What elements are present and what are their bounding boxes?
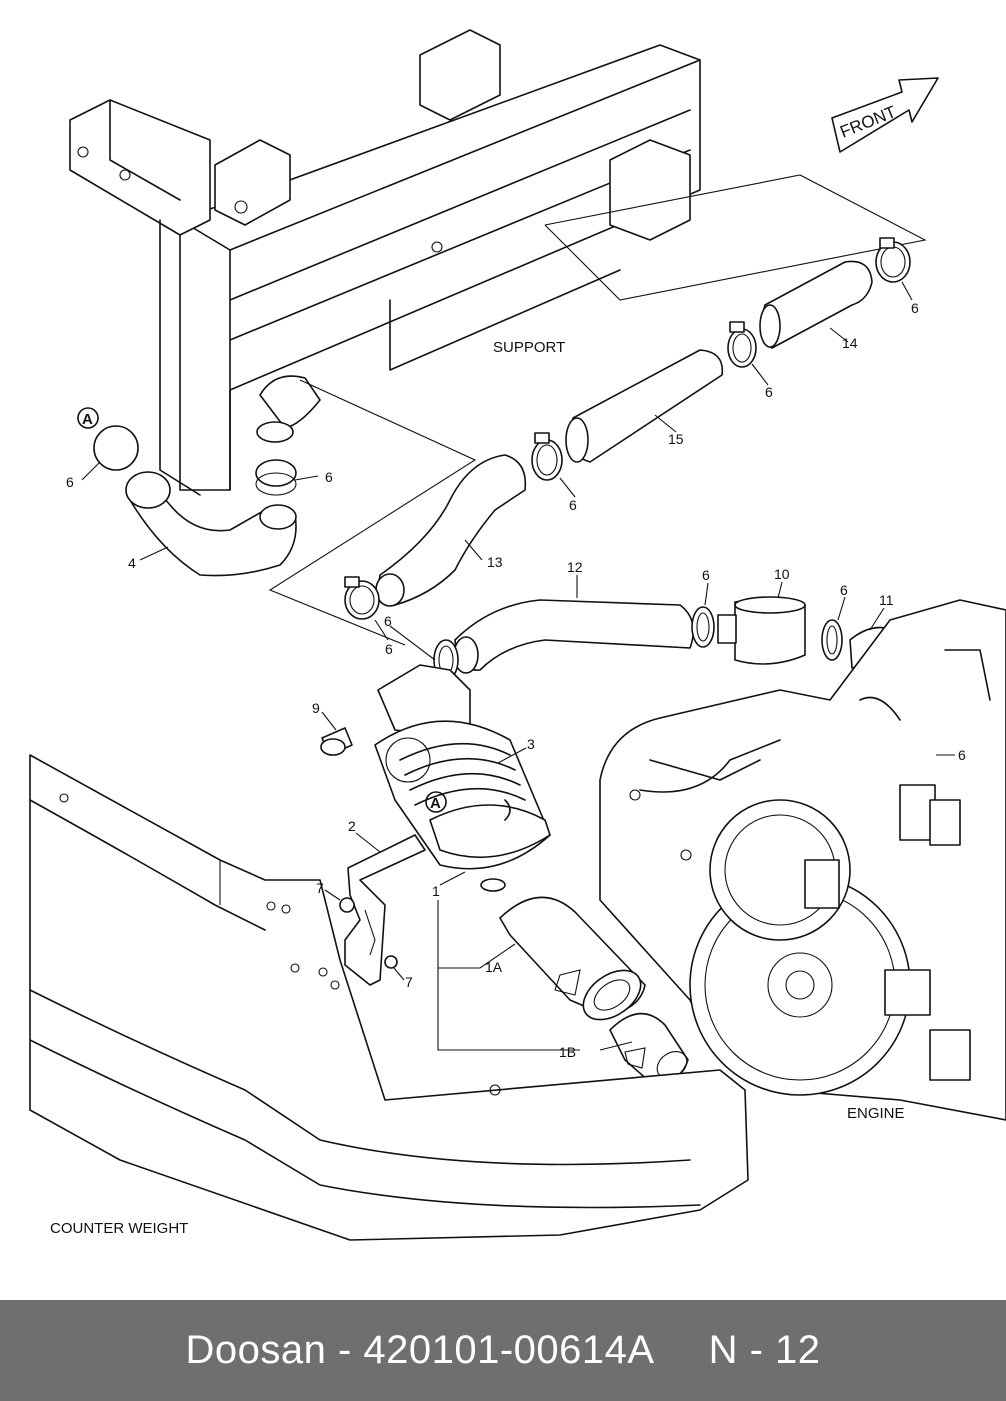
clamp-6-middle bbox=[531, 432, 563, 481]
label-6-upper: 6 bbox=[765, 384, 773, 400]
hose-4 bbox=[125, 471, 297, 577]
engine bbox=[599, 599, 1006, 1121]
parts-diagram: FRONT bbox=[29, 29, 1006, 1241]
label-6-middle: 6 bbox=[569, 497, 577, 513]
clamp-6-right-hose12 bbox=[691, 606, 715, 648]
label-1b: 1B bbox=[559, 1044, 576, 1060]
bolt-7-upper bbox=[339, 897, 355, 913]
zone-label-engine: ENGINE bbox=[847, 1105, 905, 1122]
bolt-7-lower bbox=[384, 955, 398, 969]
clamp-6-left-upper: A bbox=[77, 407, 139, 471]
label-12: 12 bbox=[567, 559, 583, 575]
label-6-hose12-left: 6 bbox=[384, 613, 392, 629]
zone-label-counter-weight: COUNTER WEIGHT bbox=[50, 1220, 188, 1237]
footer-page-number: N - 12 bbox=[708, 1328, 821, 1372]
clamp-6-elbow bbox=[255, 459, 297, 496]
clamp-6-top bbox=[875, 237, 911, 283]
label-10: 10 bbox=[774, 566, 790, 582]
callout-a-bottom: A bbox=[430, 795, 441, 812]
clamp-6-left-lower bbox=[344, 576, 380, 620]
cap-9 bbox=[320, 727, 353, 756]
label-9: 9 bbox=[312, 700, 320, 716]
support-zone-outline bbox=[544, 174, 927, 301]
front-arrow: FRONT bbox=[831, 77, 939, 153]
footer-brand-part: Doosan - 420101-00614A bbox=[185, 1328, 655, 1372]
label-15: 15 bbox=[668, 431, 684, 447]
label-6-hose11: 6 bbox=[840, 582, 848, 598]
hose-14 bbox=[759, 260, 873, 349]
label-6-left-upper: 6 bbox=[66, 474, 74, 490]
label-1: 1 bbox=[432, 883, 440, 899]
label-6-elbow: 6 bbox=[325, 469, 333, 485]
hose-13 bbox=[375, 454, 527, 607]
clamp-6-hose11 bbox=[821, 619, 843, 661]
footer-bar: Doosan - 420101-00614A N - 12 bbox=[0, 1300, 1006, 1401]
bracket-2 bbox=[344, 834, 426, 986]
label-1a: 1A bbox=[485, 959, 503, 975]
precleaner-10 bbox=[717, 596, 806, 665]
hose-zone-outline bbox=[268, 379, 477, 646]
clamp-6-upper bbox=[727, 321, 757, 368]
part-labels: 6 4 6 13 6 15 6 14 6 6 6 12 6 10 6 11 6 … bbox=[66, 300, 966, 1060]
label-6-engine: 6 bbox=[958, 747, 966, 763]
label-14: 14 bbox=[842, 335, 858, 351]
hose-15 bbox=[565, 349, 724, 463]
counter-weight bbox=[29, 754, 749, 1241]
leader-lines bbox=[81, 281, 955, 1051]
filter-element-1a bbox=[499, 896, 646, 1021]
callout-a-top: A bbox=[82, 411, 93, 428]
hose-12 bbox=[453, 599, 695, 674]
label-6-left-lower: 6 bbox=[385, 641, 393, 657]
label-6-hose12-right: 6 bbox=[702, 567, 710, 583]
label-2: 2 bbox=[348, 818, 356, 834]
label-13: 13 bbox=[487, 554, 503, 570]
label-6-top: 6 bbox=[911, 300, 919, 316]
label-7-upper: 7 bbox=[316, 880, 324, 896]
zone-label-support: SUPPORT bbox=[493, 339, 565, 356]
label-4: 4 bbox=[128, 555, 136, 571]
label-11: 11 bbox=[879, 592, 894, 608]
label-3: 3 bbox=[527, 736, 535, 752]
support-frame bbox=[69, 29, 701, 496]
label-7-lower: 7 bbox=[405, 974, 413, 990]
